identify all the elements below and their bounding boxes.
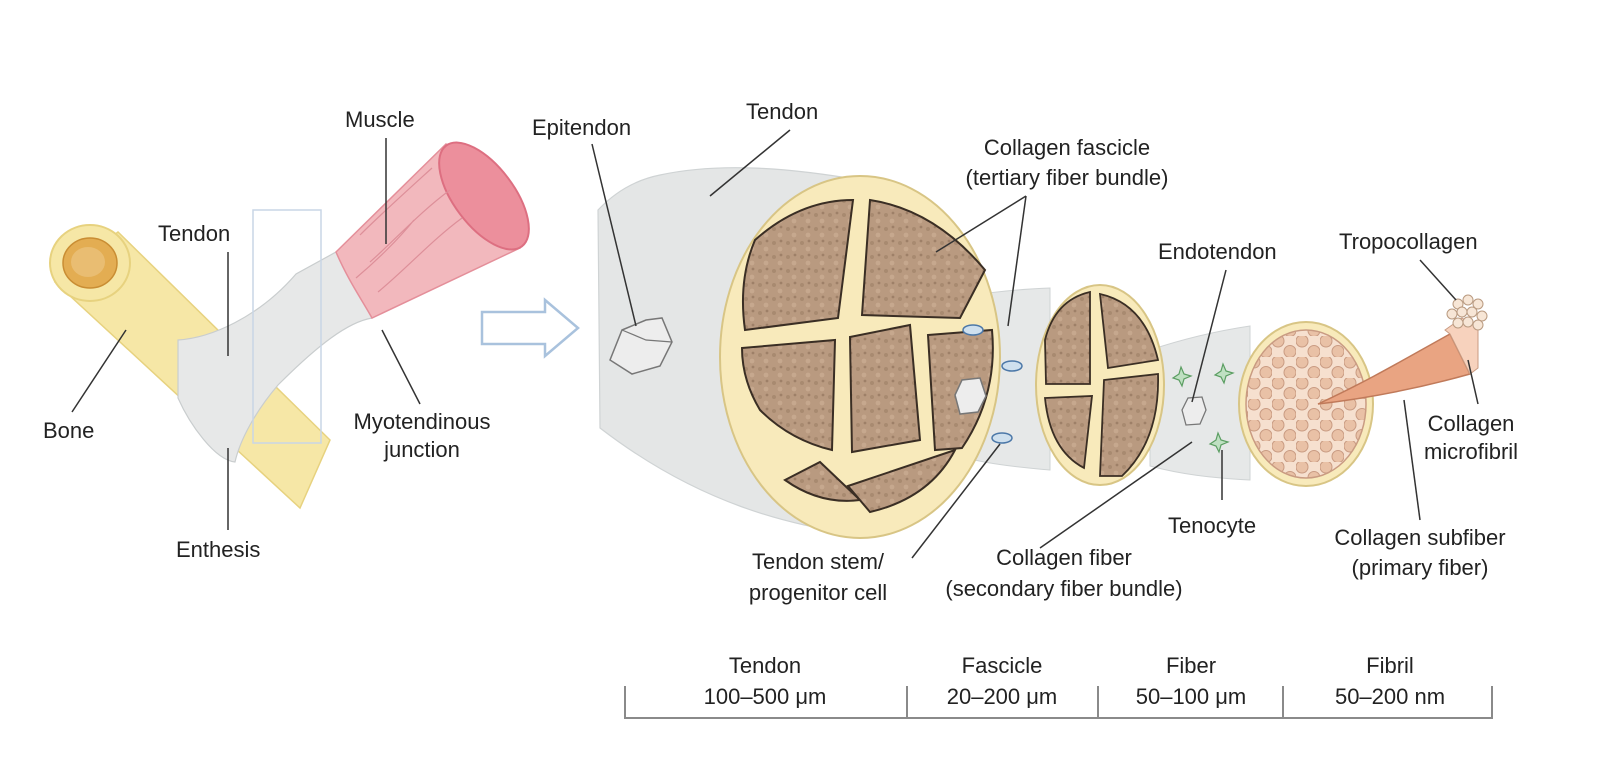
stem-cell-icon [962, 324, 984, 336]
tenocyte-icon [1171, 365, 1193, 388]
label-collagen-fascicle: Collagen fascicle (tertiary fiber bundle… [965, 135, 1169, 190]
scale-tendon: Tendon 100–500 μm [703, 653, 827, 709]
scale-fiber: Fiber 50–100 μm [1135, 653, 1247, 709]
label-collagen-fiber: Collagen fiber (secondary fiber bundle) [945, 545, 1183, 601]
label-bone: Bone [43, 418, 95, 443]
tropocollagen-bundle [1446, 294, 1488, 331]
right-hierarchy-group [591, 129, 1488, 559]
muscle-end [438, 141, 530, 251]
label-myotendinous-junction: Myotendinous junction [353, 409, 491, 462]
label-collagen-microfibril: Collagen microfibril [1423, 411, 1519, 464]
label-tendon-stem-cell: Tendon stem/ progenitor cell [748, 549, 888, 605]
label-endotendon: Endotendon [1158, 239, 1277, 264]
label-collagen-subfiber: Collagen subfiber (primary fiber) [1334, 525, 1506, 580]
label-epitendon: Epitendon [532, 115, 632, 140]
scale-bar [624, 686, 1493, 719]
label-muscle: Muscle [345, 107, 415, 132]
label-tropocollagen: Tropocollagen [1339, 229, 1478, 254]
left-anatomy-group [49, 138, 530, 530]
label-right-tendon: Tendon [746, 99, 819, 124]
label-left-tendon: Tendon [158, 221, 231, 246]
label-enthesis: Enthesis [176, 537, 261, 562]
label-tenocyte: Tenocyte [1168, 513, 1257, 538]
zoom-arrow-icon [480, 297, 580, 359]
zoom-box [252, 209, 322, 444]
scale-fibril: Fibril 50–200 nm [1334, 653, 1446, 709]
left-tendon-shape [177, 251, 373, 463]
scale-fascicle: Fascicle 20–200 μm [946, 653, 1058, 709]
